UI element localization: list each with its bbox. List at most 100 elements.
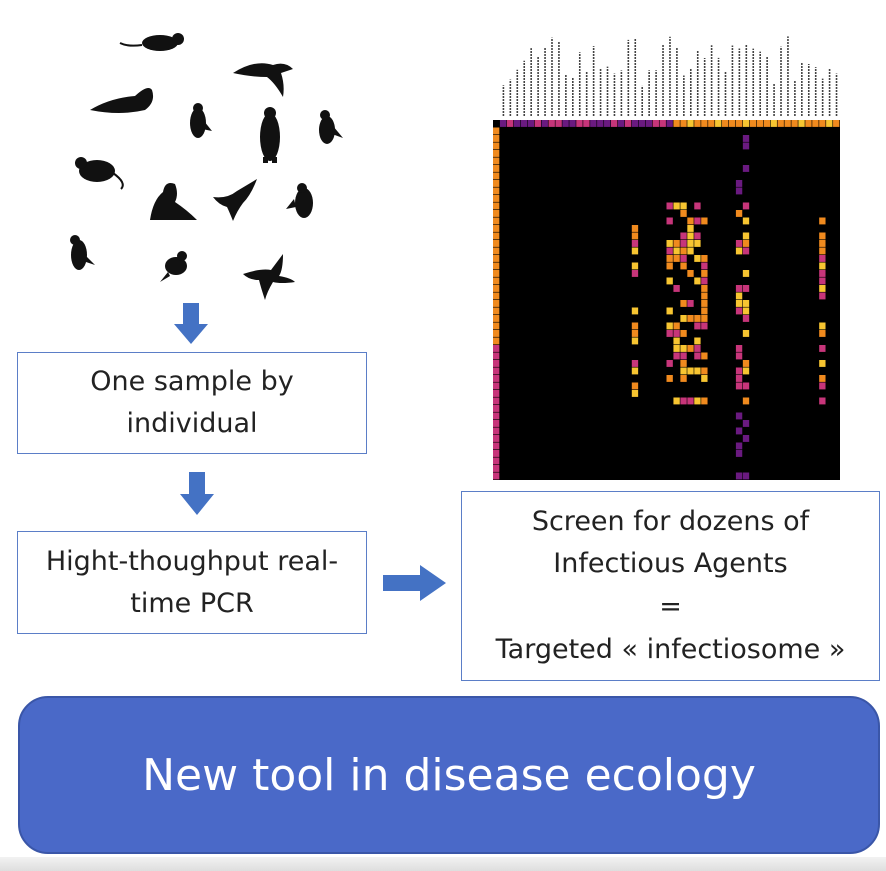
heatmap-cell: [493, 397, 500, 405]
heatmap-cell: [520, 120, 528, 127]
heatmap-cell: [735, 300, 743, 307]
heatmap-cell: [742, 232, 750, 240]
heatmap-cell: [604, 120, 611, 127]
heatmap-cell: [631, 360, 639, 367]
heatmap-cell: [742, 472, 750, 480]
heatmap-cell: [493, 345, 500, 352]
heatmap-cell: [631, 225, 639, 232]
penguin-icon: [319, 110, 343, 144]
arrow-down-2: [180, 472, 214, 515]
heatmap-cell: [735, 442, 743, 450]
heatmap-cell: [493, 457, 500, 465]
heatmap-cell: [742, 420, 750, 427]
heatmap-cell: [687, 120, 694, 127]
heatmap-cell: [701, 397, 708, 405]
heatmap-cell: [576, 120, 583, 127]
heatmap-cell: [742, 367, 750, 375]
heatmap-cell: [493, 450, 500, 457]
heatmap-cell: [749, 120, 757, 127]
heatmap-cell: [493, 217, 500, 225]
rodent-icon: [119, 33, 184, 51]
heatmap-cell: [493, 442, 500, 450]
heatmap-cell: [742, 202, 750, 210]
heatmap-cell: [701, 300, 708, 307]
heatmap-cell: [493, 315, 500, 322]
flying-bird-icon: [243, 254, 295, 300]
heatmap-cell: [680, 300, 687, 307]
arrow-right: [383, 565, 446, 601]
heatmap-cell: [673, 397, 680, 405]
heatmap-cell: [819, 345, 826, 352]
frame-edge: [0, 857, 886, 871]
heatmap-cell: [493, 262, 500, 270]
heatmap-cell: [666, 247, 673, 255]
heatmap-cell: [666, 322, 673, 330]
heatmap-cell: [493, 465, 500, 472]
heatmap-cell: [701, 375, 708, 382]
heatmap-cell: [791, 120, 798, 127]
heatmap-cell: [562, 120, 569, 127]
heatmap-cell: [617, 120, 625, 127]
banner-text: New tool in disease ecology: [142, 749, 756, 801]
heatmap-cell: [735, 240, 743, 247]
heatmap-cell: [631, 240, 639, 247]
heatmap-cell: [597, 120, 604, 127]
heatmap-column-labels: [502, 36, 838, 116]
heatmap-cell: [819, 120, 826, 127]
heatmap-cell: [742, 247, 750, 255]
heatmap-cell: [735, 352, 743, 360]
heatmap-cell: [569, 120, 576, 127]
heatmap-cell: [687, 270, 694, 277]
heatmap-cell: [493, 472, 500, 480]
heatmap-cell: [666, 330, 673, 337]
heatmap-cell: [701, 120, 708, 127]
heatmap-cell: [735, 247, 743, 255]
heatmap-cell: [756, 120, 764, 127]
screen-box-line2: Infectious Agents: [553, 548, 788, 580]
heatmap-cell: [506, 120, 514, 127]
heatmap-cell: [493, 270, 500, 277]
heatmap-cell: [680, 202, 687, 210]
heatmap-cell: [493, 157, 500, 165]
heatmap-cell: [819, 382, 826, 390]
heatmap-cell: [493, 210, 500, 217]
heatmap-cell: [673, 120, 680, 127]
heatmap-cell: [680, 315, 687, 322]
heatmap-cell: [735, 450, 743, 457]
screen-box-line3: =: [659, 591, 682, 622]
heatmap-cell: [735, 472, 743, 480]
heatmap-cell: [666, 307, 673, 315]
heatmap-cell: [687, 345, 694, 352]
heatmap-cell: [742, 142, 750, 150]
heatmap-cell: [493, 375, 500, 382]
heatmap-cell: [826, 120, 833, 127]
heatmap-cell: [493, 390, 500, 397]
heatmap-cell: [735, 307, 743, 315]
heatmap-cell: [680, 120, 687, 127]
screen-box: Screen for dozens of Infectious Agents =…: [461, 491, 880, 681]
heatmap-cell: [673, 240, 680, 247]
heatmap-cell: [527, 120, 535, 127]
heatmap-cell: [735, 285, 743, 292]
heatmap-cell: [742, 435, 750, 442]
sample-box-line2: individual: [126, 408, 258, 439]
heatmap-cell: [687, 300, 694, 307]
heatmap-cell: [687, 232, 694, 240]
heatmap-cell: [680, 247, 687, 255]
heatmap-cell: [673, 345, 680, 352]
heatmap-cell: [493, 330, 500, 337]
sea-lion-icon: [150, 183, 197, 220]
heatmap-cell: [701, 292, 708, 300]
heatmap-cell: [742, 120, 750, 127]
heatmap-cell: [673, 330, 680, 337]
heatmap-cell: [493, 225, 500, 232]
penguin-icon: [190, 103, 212, 138]
heatmap-cell: [694, 352, 701, 360]
heatmap-cell: [742, 397, 750, 405]
heatmap-cell: [742, 217, 750, 225]
flying-bird-icon: [213, 179, 257, 221]
heatmap-cell: [742, 300, 750, 307]
heatmap-cell: [728, 120, 736, 127]
heatmap-background: [493, 120, 840, 480]
heatmap-cell: [735, 412, 743, 420]
